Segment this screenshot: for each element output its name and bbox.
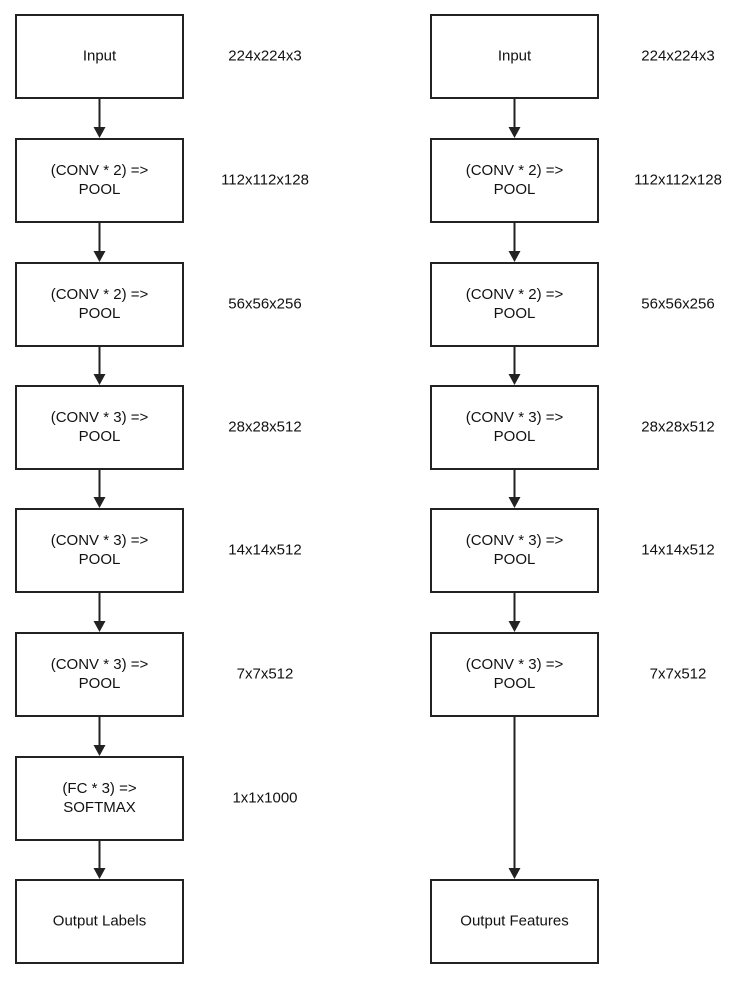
right-node-box xyxy=(430,262,599,347)
left-node-4-conv-3-pool: (CONV * 3) => POOL xyxy=(15,508,184,593)
left-node-box xyxy=(15,14,184,99)
right-arrow xyxy=(508,346,521,385)
left-arrow xyxy=(93,98,106,138)
right-node-label: (CONV * 3) => xyxy=(466,409,564,426)
arrowhead-icon xyxy=(93,127,106,138)
left-node-label: SOFTMAX xyxy=(63,799,136,816)
right-node-label: (CONV * 3) => xyxy=(466,532,564,549)
left-node-box xyxy=(15,138,184,223)
right-node-3-conv-3-pool: (CONV * 3) => POOL xyxy=(430,385,599,470)
left-arrow xyxy=(93,469,106,508)
right-node-label: POOL xyxy=(494,551,536,568)
arrowhead-icon xyxy=(93,497,106,508)
left-node-label: (CONV * 3) => xyxy=(51,409,149,426)
right-node-box xyxy=(430,879,599,964)
arrowhead-icon xyxy=(93,868,106,879)
left-arrow xyxy=(93,346,106,385)
left-arrow xyxy=(93,592,106,632)
left-arrow xyxy=(93,222,106,262)
right-node-1-conv-2-pool: (CONV * 2) => POOL xyxy=(430,138,599,223)
right-dimension-label: 112x112x128 xyxy=(634,171,722,188)
right-node-label: POOL xyxy=(494,675,536,692)
right-node-label: (CONV * 2) => xyxy=(466,286,564,303)
right-node-2-conv-2-pool: (CONV * 2) => POOL xyxy=(430,262,599,347)
right-dimension-label: 28x28x512 xyxy=(641,418,714,435)
left-node-label: (FC * 3) => xyxy=(62,780,136,797)
left-dimension-label: 112x112x128 xyxy=(221,171,309,188)
left-node-box xyxy=(15,508,184,593)
right-node-6-output-features: Output Features xyxy=(430,879,599,964)
right-node-label: Output Features xyxy=(460,912,568,929)
left-node-6-fc-3-softmax: (FC * 3) => SOFTMAX xyxy=(15,756,184,841)
arrowhead-icon xyxy=(508,621,521,632)
arrowhead-icon xyxy=(93,745,106,756)
right-node-box xyxy=(430,138,599,223)
left-dimension-label: 1x1x1000 xyxy=(232,789,297,806)
right-dimension-label: 56x56x256 xyxy=(641,295,714,312)
arrowhead-icon xyxy=(508,251,521,262)
left-node-box xyxy=(15,385,184,470)
right-node-box xyxy=(430,632,599,717)
right-node-box xyxy=(430,14,599,99)
left-dimension-label: 14x14x512 xyxy=(228,541,301,558)
left-node-box xyxy=(15,262,184,347)
left-node-label: POOL xyxy=(79,428,121,445)
right-arrow xyxy=(508,469,521,508)
left-node-label: Input xyxy=(83,47,117,64)
left-node-label: (CONV * 3) => xyxy=(51,532,149,549)
left-node-0-input: Input xyxy=(15,14,184,99)
dimension-labels: 224x224x3 112x112x128 56x56x256 28x28x512 14… xyxy=(221,47,722,806)
right-arrow xyxy=(508,222,521,262)
right-node-label: Input xyxy=(498,47,532,64)
left-node-label: POOL xyxy=(79,305,121,322)
left-node-label: POOL xyxy=(79,551,121,568)
left-arrow xyxy=(93,840,106,879)
left-node-label: POOL xyxy=(79,675,121,692)
arrowhead-icon xyxy=(508,497,521,508)
left-node-box xyxy=(15,879,184,964)
left-node-box xyxy=(15,756,184,841)
left-dimension-label: 224x224x3 xyxy=(228,47,301,64)
right-node-5-conv-3-pool: (CONV * 3) => POOL xyxy=(430,632,599,717)
right-dimension-label: 224x224x3 xyxy=(641,47,714,64)
left-arrow xyxy=(93,716,106,756)
left-node-label: (CONV * 3) => xyxy=(51,656,149,673)
left-node-label: (CONV * 2) => xyxy=(51,286,149,303)
right-arrow xyxy=(508,98,521,138)
left-node-box xyxy=(15,632,184,717)
right-dimension-label: 14x14x512 xyxy=(641,541,714,558)
right-node-0-input: Input xyxy=(430,14,599,99)
arrowhead-icon xyxy=(508,868,521,879)
right-node-label: (CONV * 3) => xyxy=(466,656,564,673)
right-node-label: POOL xyxy=(494,428,536,445)
diagram-edges xyxy=(93,98,521,879)
arrowhead-icon xyxy=(508,374,521,385)
right-node-box xyxy=(430,508,599,593)
arrowhead-icon xyxy=(93,621,106,632)
right-node-label: POOL xyxy=(494,305,536,322)
left-node-label: Output Labels xyxy=(53,912,146,929)
left-dimension-label: 28x28x512 xyxy=(228,418,301,435)
arrowhead-icon xyxy=(93,374,106,385)
left-node-7-output-labels: Output Labels xyxy=(15,879,184,964)
arrowhead-icon xyxy=(508,127,521,138)
right-arrow xyxy=(508,716,521,879)
left-node-1-conv-2-pool: (CONV * 2) => POOL xyxy=(15,138,184,223)
left-dimension-label: 7x7x512 xyxy=(237,665,294,682)
right-node-label: POOL xyxy=(494,181,536,198)
right-node-label: (CONV * 2) => xyxy=(466,162,564,179)
diagram-nodes: Input(CONV * 2) =>POOL(CONV * 2) =>POOL(… xyxy=(15,14,599,964)
right-node-box xyxy=(430,385,599,470)
left-node-5-conv-3-pool: (CONV * 3) => POOL xyxy=(15,632,184,717)
left-node-3-conv-3-pool: (CONV * 3) => POOL xyxy=(15,385,184,470)
left-dimension-label: 56x56x256 xyxy=(228,295,301,312)
arrowhead-icon xyxy=(93,251,106,262)
left-node-label: (CONV * 2) => xyxy=(51,162,149,179)
right-node-4-conv-3-pool: (CONV * 3) => POOL xyxy=(430,508,599,593)
left-node-2-conv-2-pool: (CONV * 2) => POOL xyxy=(15,262,184,347)
right-dimension-label: 7x7x512 xyxy=(650,665,707,682)
right-arrow xyxy=(508,592,521,632)
left-node-label: POOL xyxy=(79,181,121,198)
